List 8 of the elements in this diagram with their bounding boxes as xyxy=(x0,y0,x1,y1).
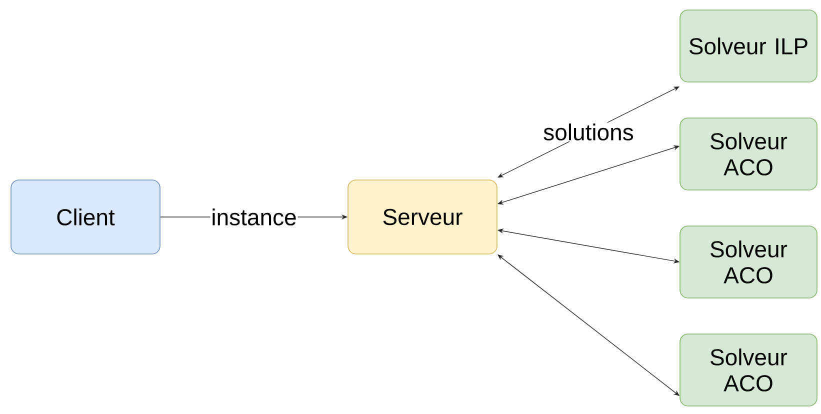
solver-box: Solveur ACO xyxy=(680,334,818,406)
solver-box: Solveur ILP xyxy=(680,10,818,82)
server-box: Serveur xyxy=(348,180,498,254)
client-box: Client xyxy=(10,180,160,254)
edge-label: solutions xyxy=(542,122,635,142)
solver-box: Solveur ACO xyxy=(680,118,818,190)
edge-label: instance xyxy=(210,208,298,226)
solver-box: Solveur ACO xyxy=(680,226,818,298)
